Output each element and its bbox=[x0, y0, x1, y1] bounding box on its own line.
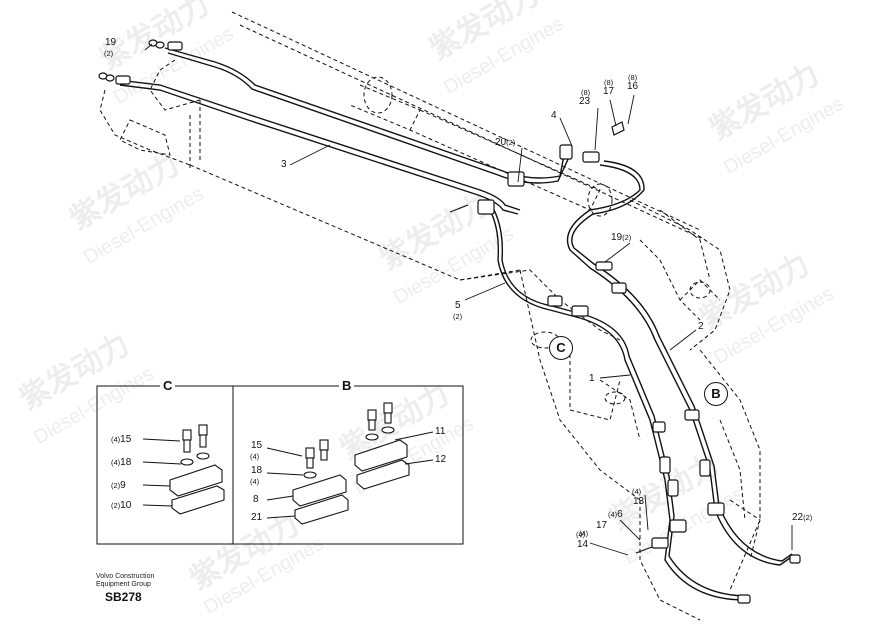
part-qty-23: (8) bbox=[581, 88, 591, 97]
detail-c-item-15: (4)15 bbox=[111, 434, 132, 445]
part-label-23: 23 bbox=[579, 96, 591, 107]
part-label-19b: 19(2) bbox=[611, 232, 632, 243]
detail-c-parts bbox=[169, 424, 225, 515]
detail-box-frame bbox=[96, 385, 464, 545]
part-label-4: 4 bbox=[551, 110, 557, 121]
part-label-17b: 17 bbox=[596, 520, 608, 531]
detail-c-item-9: (2)9 bbox=[111, 480, 126, 491]
leader-lines bbox=[144, 43, 793, 556]
detail-b-qty-18: (4) bbox=[250, 477, 260, 486]
detail-b-parts bbox=[292, 402, 410, 525]
part-label-14: 14 bbox=[577, 539, 589, 550]
manufacturer-line-2: Equipment Group bbox=[96, 581, 151, 588]
part-qty-14: (4) bbox=[576, 530, 586, 539]
part-label-13: 13 bbox=[633, 496, 645, 507]
detail-b-title: B bbox=[339, 378, 355, 393]
hydraulic-lines bbox=[117, 47, 793, 601]
callout-b: B bbox=[704, 382, 728, 406]
detail-b-item-8: 8 bbox=[253, 494, 259, 505]
part-label-20: 20(2) bbox=[495, 137, 516, 148]
detail-c-item-18: (4)18 bbox=[111, 457, 132, 468]
part-label-3: 3 bbox=[281, 159, 287, 170]
detail-c-item-10: (2)10 bbox=[111, 500, 132, 511]
part-label-16: 16 bbox=[627, 81, 639, 92]
part-qty-17b: (4) bbox=[579, 529, 589, 538]
part-label-19: 19 bbox=[105, 37, 117, 48]
detail-b-item-21: 21 bbox=[251, 512, 263, 523]
detail-c-title: C bbox=[160, 378, 176, 393]
detail-b-item-15: 15 bbox=[251, 440, 263, 451]
detail-b-item-18: 18 bbox=[251, 465, 263, 476]
manufacturer-line-1: Volvo Construction bbox=[96, 573, 155, 580]
part-qty-17: (8) bbox=[604, 78, 614, 87]
part-label-2: 2 bbox=[698, 321, 704, 332]
part-qty-5: (2) bbox=[453, 312, 463, 321]
part-qty-19: (2) bbox=[104, 49, 114, 58]
detail-leaders bbox=[142, 431, 434, 519]
part-label-22: 22(2) bbox=[792, 512, 813, 523]
detail-b-qty-15: (4) bbox=[250, 452, 260, 461]
part-label-6: (4)6 bbox=[608, 509, 623, 520]
part-label-17: 17 bbox=[603, 86, 615, 97]
part-label-1: 1 bbox=[589, 373, 595, 384]
part-label-5: 5 bbox=[455, 300, 461, 311]
part-qty-13: (4) bbox=[632, 487, 642, 496]
part-qty-16: (8) bbox=[628, 73, 638, 82]
detail-b-item-12: 12 bbox=[435, 454, 447, 465]
sheet-number: SB278 bbox=[105, 590, 142, 604]
manufacturer-label: Volvo Construction Equipment Group bbox=[96, 573, 154, 589]
detail-b-item-11: 11 bbox=[435, 426, 446, 437]
fittings bbox=[98, 39, 801, 604]
callout-c: C bbox=[549, 336, 573, 360]
